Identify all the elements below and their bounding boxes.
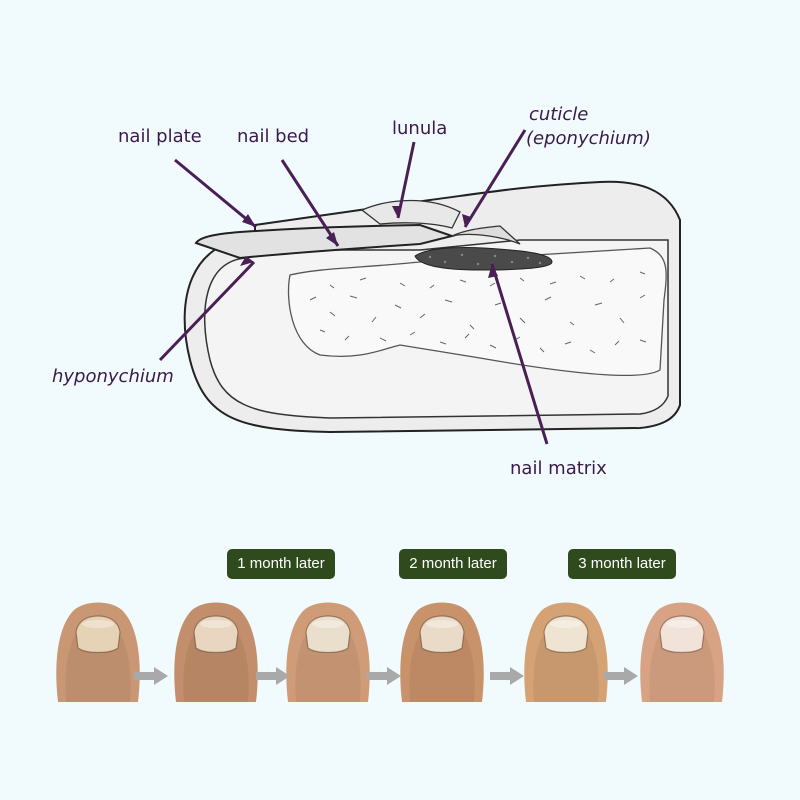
toe-photo	[396, 598, 488, 702]
nail-anatomy-diagram	[158, 129, 681, 445]
label-eponychium: (eponychium)	[526, 128, 651, 149]
toe-photo	[52, 598, 144, 702]
badge-3-month: 3 month later	[568, 549, 676, 579]
toe-photo	[636, 598, 728, 702]
badge-1-month: 1 month later	[227, 549, 335, 579]
leader-nail-matrix	[490, 263, 549, 445]
arrow-right-icon	[490, 667, 524, 685]
nail-plate-shape	[194, 223, 456, 260]
badge-2-month: 2 month later	[399, 549, 507, 579]
label-hyponychium: hyponychium	[52, 366, 174, 387]
leader-cuticle	[463, 129, 527, 228]
label-nail-bed: nail bed	[237, 126, 310, 147]
leader-nail-bed	[280, 159, 340, 247]
label-cuticle: cuticle	[529, 104, 589, 125]
label-nail-plate: nail plate	[118, 126, 202, 147]
arrow-right-icon	[256, 667, 290, 685]
leader-nail-plate	[174, 158, 257, 229]
toe-photo	[520, 598, 612, 702]
arrow-right-icon	[134, 667, 168, 685]
leader-hyponychium	[158, 260, 256, 362]
label-lunula: lunula	[392, 118, 448, 139]
arrow-right-icon	[367, 667, 401, 685]
toe-photo	[282, 598, 374, 702]
arrow-right-icon	[604, 667, 638, 685]
label-nail-matrix: nail matrix	[510, 458, 607, 479]
leader-lines	[158, 129, 549, 445]
leader-lunula	[396, 141, 416, 219]
nail-matrix-shape	[414, 247, 553, 271]
bone-texture	[309, 271, 647, 354]
toe-photo	[170, 598, 262, 702]
